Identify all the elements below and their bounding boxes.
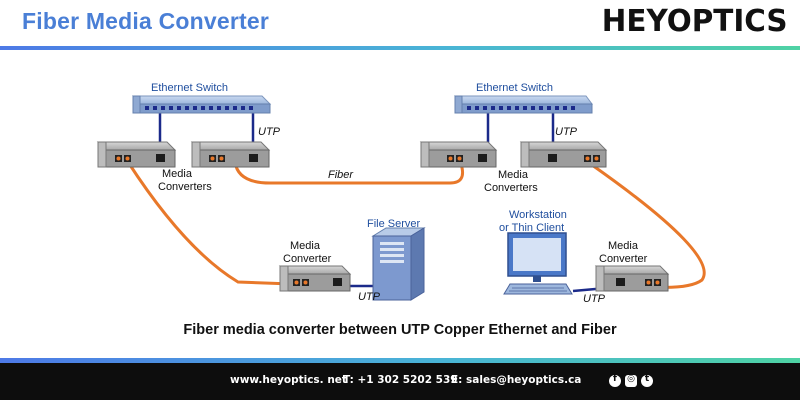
twitter-icon[interactable]: t	[641, 374, 653, 387]
fiber-cable	[126, 161, 293, 286]
thin-client-label: or Thin Client	[499, 222, 564, 234]
converter-label: Converter	[599, 253, 648, 265]
converters-label: Converters	[484, 182, 538, 194]
ethernet-switch-left	[131, 95, 272, 114]
phone-number: T: +1 302 5202 539	[343, 374, 458, 386]
utp-label-workstation: UTP	[583, 293, 606, 305]
switch-left-label: Ethernet Switch	[151, 82, 228, 94]
converter-label: Converter	[283, 253, 332, 265]
media-converter-4	[519, 141, 608, 168]
media-label: Media	[162, 168, 193, 180]
diagram-caption: Fiber media converter between UTP Copper…	[183, 322, 617, 338]
file-server-label: File Server	[367, 218, 421, 230]
media-converter-5	[278, 265, 352, 292]
email-link[interactable]: E: sales@heyoptics.ca	[451, 374, 582, 386]
header-divider	[0, 46, 800, 50]
instagram-icon[interactable]: ◎	[625, 374, 637, 387]
utp-label-right: UTP	[555, 126, 578, 138]
utp-label-server: UTP	[358, 291, 381, 303]
fiber-cable	[233, 161, 465, 185]
switch-right-label: Ethernet Switch	[476, 82, 553, 94]
footer-bar: www.heyoptics. net T: +1 302 5202 539 E:…	[0, 363, 800, 400]
fiber-cable	[591, 163, 706, 289]
converters-label: Converters	[158, 181, 212, 193]
facebook-icon[interactable]: f	[609, 374, 621, 387]
network-diagram: Ethernet Switch Ethernet Switch UTP UTP …	[96, 82, 706, 305]
media-label: Media	[608, 240, 639, 252]
media-converter-2	[190, 141, 271, 168]
workstation-icon	[503, 232, 573, 295]
footer-divider	[0, 358, 800, 363]
website-link[interactable]: www.heyoptics. net	[230, 374, 347, 386]
media-label: Media	[498, 169, 529, 181]
utp-label-left: UTP	[258, 126, 281, 138]
media-converter-1	[96, 141, 177, 168]
workstation-label: Workstation	[509, 209, 567, 221]
page-title: Fiber Media Converter	[22, 8, 270, 34]
media-converter-3	[419, 141, 498, 168]
fiber-label: Fiber	[328, 169, 354, 181]
file-server-icon	[371, 227, 426, 301]
media-converter-6	[594, 265, 670, 292]
ethernet-switch-right	[453, 95, 593, 114]
brand-logo: HEYOPTICS	[602, 4, 788, 39]
media-label: Media	[290, 240, 321, 252]
